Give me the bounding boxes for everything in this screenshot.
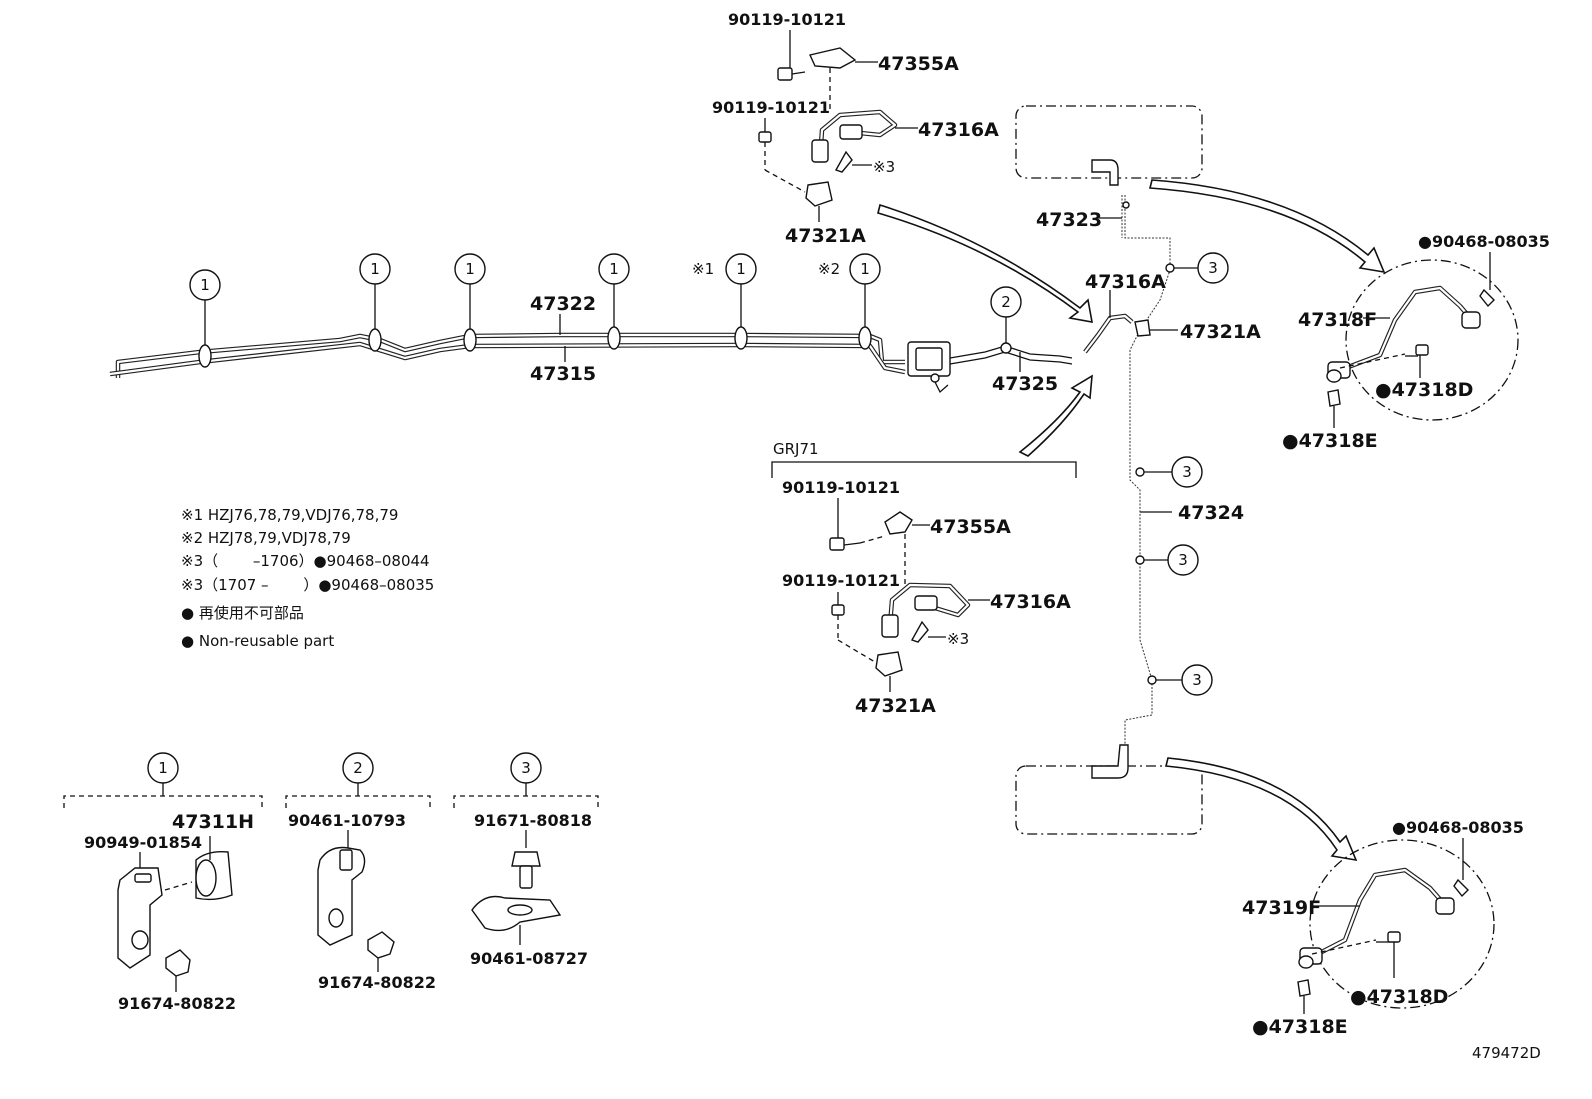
label-c2: 2 <box>1001 293 1011 311</box>
label-c3: 3 <box>1192 671 1202 689</box>
arrow-rear-bottom <box>1164 757 1358 862</box>
label-m3: ※3 <box>873 158 895 176</box>
label-p47321a: 47321A <box>855 695 936 717</box>
label-n1: ※1 HZJ76,78,79,VDJ76,78,79 <box>181 506 398 524</box>
label-p47355a: 47355A <box>878 53 959 75</box>
rear-tubes: 47323 3 47316A 47321A 3 47324 3 3 <box>1015 105 1261 835</box>
detail-47318F: ●90468-08035 47318F ●47318D ●47318E <box>1282 232 1550 452</box>
label-p47319f: 47319F <box>1242 897 1321 919</box>
arrow-top-to-junction <box>877 203 1093 323</box>
arrow-grj71 <box>1018 374 1093 457</box>
label-p47324: 47324 <box>1178 502 1244 524</box>
label-n3a: ※3（ –1706）●90468–08044 <box>181 552 430 570</box>
main-brake-tubes <box>109 332 1073 394</box>
label-c1: 1 <box>370 260 380 278</box>
label-c1: 1 <box>465 260 475 278</box>
label-p90119: 90119-10121 <box>712 98 830 117</box>
main-tube-labels: 47322 47315 47325 <box>530 293 1058 395</box>
diagram-id: 479472D <box>1472 1044 1541 1062</box>
label-p47323: 47323 <box>1036 209 1102 231</box>
label-p47318d: ●47318D <box>1350 986 1448 1008</box>
label-p47316a: 47316A <box>918 119 999 141</box>
label-p47318f: 47318F <box>1298 309 1377 331</box>
label-c1: 1 <box>609 260 619 278</box>
detail-47319F: ●90468-08035 47319F ●47318D ●47318E <box>1242 818 1524 1038</box>
label-n2: ※2 HZJ78,79,VDJ78,79 <box>181 529 351 547</box>
label-p47316a: 47316A <box>1085 271 1166 293</box>
top-hose-assembly: 90119-10121 47355A 90119-10121 47316A ※3… <box>712 10 999 247</box>
label-p47311h: 47311H <box>172 811 254 833</box>
label-p90119: 90119-10121 <box>728 10 846 29</box>
label-n3b: ※3（1707 – ）●90468–08035 <box>181 576 434 594</box>
label-nr_en: ● Non-reusable part <box>181 632 334 650</box>
label-p47325: 47325 <box>992 373 1058 395</box>
label-p91671: 91671-80818 <box>474 811 592 830</box>
label-c2: 2 <box>353 759 363 777</box>
label-p90461a: 90461-10793 <box>288 811 406 830</box>
label-p47321a: 47321A <box>785 225 866 247</box>
label-p47315: 47315 <box>530 363 596 385</box>
label-m2: ※2 <box>818 260 840 278</box>
label-p90119: 90119-10121 <box>782 571 900 590</box>
label-c3: 3 <box>1178 551 1188 569</box>
label-nr_jp: ● 再使用不可部品 <box>181 604 304 622</box>
label-c3: 3 <box>521 759 531 777</box>
clamp-detail-3: 3 91671-80818 90461-08727 <box>453 752 599 968</box>
label-p90468: ●90468-08035 <box>1418 232 1550 251</box>
label-p90949: 90949-01854 <box>84 833 202 852</box>
label-p47316a: 47316A <box>990 591 1071 613</box>
clamp-detail-2: 2 90461-10793 91674-80822 <box>285 752 436 992</box>
label-m1: ※1 <box>692 260 714 278</box>
legend-notes: ※1 HZJ76,78,79,VDJ76,78,79 ※2 HZJ78,79,V… <box>181 506 434 650</box>
label-c1: 1 <box>736 260 746 278</box>
clamp-callouts: 1 1 1 1 1 ※1 1 ※2 2 <box>189 253 1022 345</box>
label-p91674: 91674-80822 <box>118 994 236 1013</box>
arrow-rear-top <box>1148 179 1386 274</box>
label-m3: ※3 <box>947 630 969 648</box>
label-p90468: ●90468-08035 <box>1392 818 1524 837</box>
label-p47322: 47322 <box>530 293 596 315</box>
label-p47318e: ●47318E <box>1282 430 1378 452</box>
label-p47355a: 47355A <box>930 516 1011 538</box>
grj71-assembly: GRJ71 90119-10121 47355A 90119-10121 473… <box>771 440 1077 717</box>
axle-box-top <box>1015 105 1203 179</box>
label-p47318e: ●47318E <box>1252 1016 1348 1038</box>
label-c3: 3 <box>1182 463 1192 481</box>
label-p47318d: ●47318D <box>1375 379 1473 401</box>
label-c3: 3 <box>1208 259 1218 277</box>
label-p91674: 91674-80822 <box>318 973 436 992</box>
label-c1: 1 <box>158 759 168 777</box>
label-c1: 1 <box>200 276 210 294</box>
clamp-detail-1: 1 47311H 90949-01854 91674-80822 <box>63 752 263 1013</box>
label-p90461b: 90461-08727 <box>470 949 588 968</box>
label-p90119: 90119-10121 <box>782 478 900 497</box>
label-p47321a: 47321A <box>1180 321 1261 343</box>
label-c1: 1 <box>860 260 870 278</box>
label-group_label: GRJ71 <box>773 440 819 458</box>
